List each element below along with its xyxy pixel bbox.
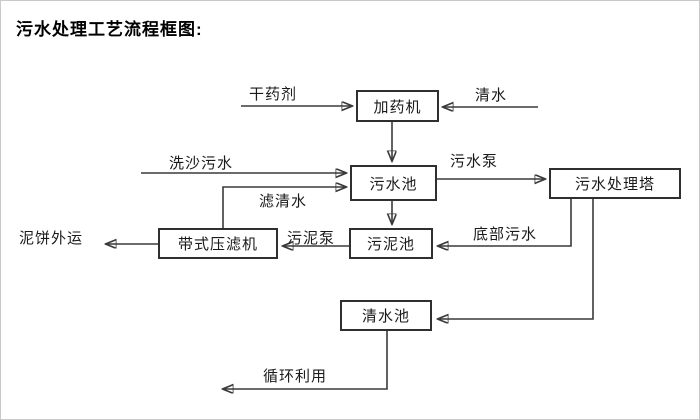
edge-label-bottom-sewage: 底部污水 xyxy=(473,226,538,243)
edge-label-sludge-pump: 污泥泵 xyxy=(287,230,336,247)
node-clean-water-pool: 清水池 xyxy=(340,300,432,331)
node-sludge-pool-label: 污泥池 xyxy=(366,236,415,253)
node-treatment-tower-label: 污水处理塔 xyxy=(574,176,655,193)
edge-label-sand-washing-sewage: 洗沙污水 xyxy=(169,155,234,172)
page-title: 污水处理工艺流程框图: xyxy=(16,20,203,39)
node-dosing-machine: 加药机 xyxy=(356,90,439,122)
edge-tower-to-clean-water-pool xyxy=(438,199,594,319)
edge-label-mud-cake-out: 泥饼外运 xyxy=(19,230,84,247)
edge-filtered-water-press-to-sewage-pool xyxy=(222,187,346,228)
edge-label-dry-chemical: 干药剂 xyxy=(249,86,298,103)
edge-label-recycle-use: 循环利用 xyxy=(263,368,328,385)
edge-label-sewage-pump: 污水泵 xyxy=(450,153,499,170)
node-dosing-machine-label: 加药机 xyxy=(373,98,422,116)
node-sewage-pool-label: 污水池 xyxy=(369,175,418,193)
node-sewage-pool: 污水池 xyxy=(350,165,437,201)
node-clean-water-pool-label: 清水池 xyxy=(361,308,410,325)
node-treatment-tower: 污水处理塔 xyxy=(549,168,681,199)
node-sludge-pool: 污泥池 xyxy=(349,228,433,259)
node-belt-filter-press: 带式压滤机 xyxy=(158,228,278,259)
edge-clean-water-pool-to-recycle xyxy=(223,331,388,389)
edge-label-filtered-water: 滤清水 xyxy=(259,193,308,210)
node-belt-filter-press-label: 带式压滤机 xyxy=(177,236,258,253)
edge-bottom-sewage-tower-to-sludge-pool xyxy=(438,199,572,246)
edge-label-clean-water: 清水 xyxy=(475,87,508,104)
